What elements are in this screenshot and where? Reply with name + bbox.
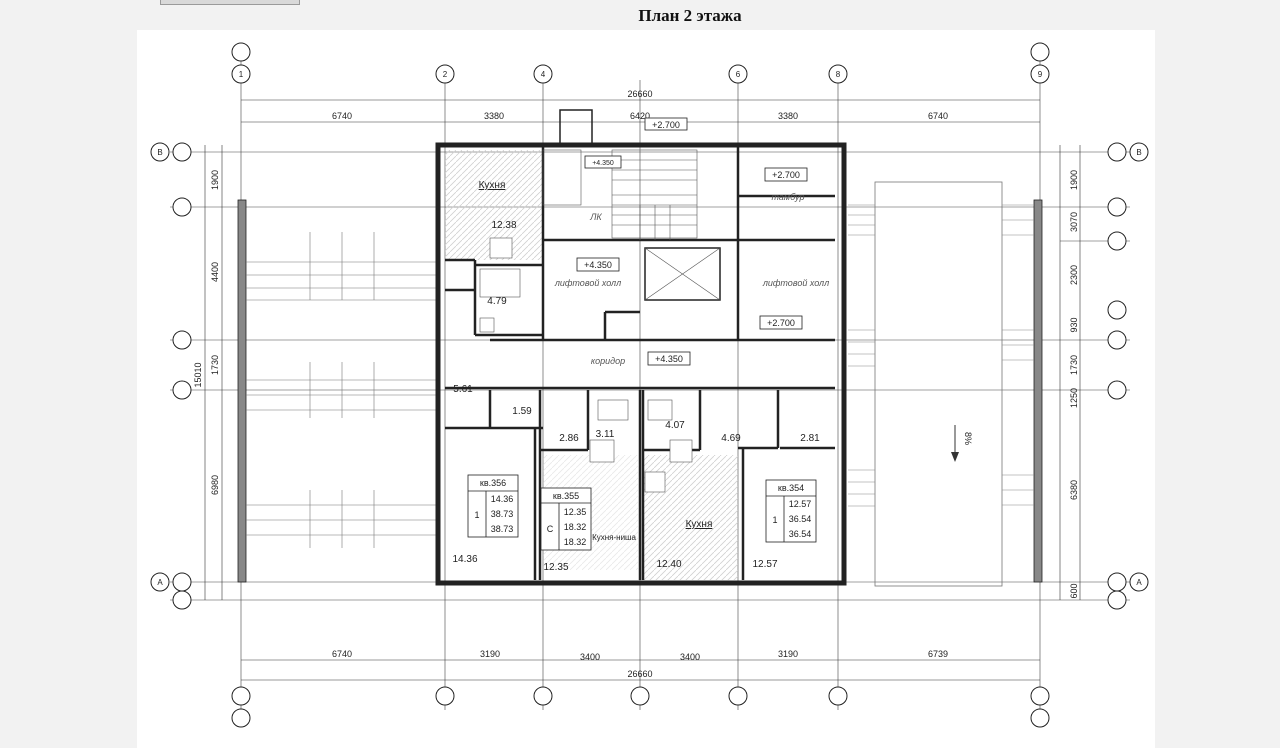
stair-and-lift bbox=[542, 149, 721, 301]
level-4: +2.700 bbox=[772, 170, 800, 180]
grid-lines bbox=[170, 60, 1130, 710]
dim-left-1: 1900 bbox=[210, 170, 220, 190]
right-ramp: 8% bbox=[848, 181, 1043, 587]
apt354-a: 12.57 bbox=[789, 499, 812, 509]
dim-left-4: 6980 bbox=[210, 475, 220, 495]
dim-left-2: 4400 bbox=[210, 262, 220, 282]
room-kitchen-niche: Кухня-ниша bbox=[592, 533, 636, 542]
dim-bottom-2: 3190 bbox=[480, 649, 500, 659]
apt355-a: 12.35 bbox=[564, 507, 587, 517]
apt355-no: кв.355 bbox=[553, 491, 579, 501]
apt-tables bbox=[467, 474, 817, 551]
dim-right-5: 1730 bbox=[1069, 355, 1079, 375]
dim-left-overall: 15010 bbox=[193, 362, 203, 387]
dim-top-3: 6420 bbox=[630, 111, 650, 121]
axis-label-8: 8 bbox=[836, 70, 841, 79]
dim-right-8: 600 bbox=[1069, 583, 1079, 598]
level-2: +4.350 bbox=[592, 160, 614, 167]
toolbar-strip bbox=[160, 0, 300, 5]
dim-top-4: 3380 bbox=[778, 111, 798, 121]
room-lk: ЛК bbox=[589, 212, 602, 222]
room-lift-hall-left: лифтовой холл bbox=[554, 278, 621, 288]
dim-bottom-4: 3400 bbox=[680, 652, 700, 662]
dim-right-4: 930 bbox=[1069, 317, 1079, 332]
room-kitchen-top-area: 12.38 bbox=[491, 220, 516, 231]
room-281: 2.81 bbox=[800, 433, 820, 444]
room-lift-hall-right: лифтовой холл bbox=[762, 278, 829, 288]
page-title: План 2 этажа bbox=[638, 6, 742, 25]
room-561: 5.61 bbox=[453, 384, 473, 395]
ramp-slope: 8% bbox=[963, 432, 973, 445]
level-1: +2.700 bbox=[652, 120, 680, 130]
dim-bottom-overall: 26660 bbox=[627, 669, 652, 679]
axis-label-6: 6 bbox=[736, 70, 741, 79]
dim-bottom-3: 3400 bbox=[580, 652, 600, 662]
apt354-c: 36.54 bbox=[789, 529, 812, 539]
room-1240: 12.40 bbox=[656, 559, 681, 570]
dim-right-3: 2300 bbox=[1069, 265, 1079, 285]
level-3: +4.350 bbox=[584, 260, 612, 270]
dim-bottom-1: 6740 bbox=[332, 649, 352, 659]
apt354-rooms: 1 bbox=[772, 515, 777, 525]
room-311: 3.11 bbox=[596, 429, 615, 440]
fixtures bbox=[479, 237, 693, 493]
apt355-b: 18.32 bbox=[564, 522, 587, 532]
apt356-rooms: 1 bbox=[474, 510, 479, 520]
dim-top-1: 6740 bbox=[332, 111, 352, 121]
room-286: 2.86 bbox=[559, 433, 579, 444]
level-6: +4.350 bbox=[655, 354, 683, 364]
dim-bottom-5: 3190 bbox=[778, 649, 798, 659]
left-balcony bbox=[237, 199, 436, 583]
apt355-c: 18.32 bbox=[564, 537, 587, 547]
axis-label-a-right: А bbox=[1136, 578, 1142, 587]
dim-top-overall: 26660 bbox=[627, 89, 652, 99]
axis-label-9: 9 bbox=[1038, 70, 1043, 79]
axis-label-a: А bbox=[157, 578, 163, 587]
room-corridor: коридор bbox=[591, 356, 625, 366]
dim-bottom-6: 6739 bbox=[928, 649, 948, 659]
room-407: 4.07 bbox=[665, 420, 685, 431]
apt356-no: кв.356 bbox=[480, 478, 506, 488]
dimension-lines-top bbox=[241, 99, 1040, 681]
interior-walls bbox=[445, 145, 835, 580]
apt354-no: кв.354 bbox=[778, 483, 804, 493]
apt356-a: 14.36 bbox=[491, 494, 514, 504]
room-1436: 14.36 bbox=[452, 554, 477, 565]
axis-label-1: 1 bbox=[239, 70, 244, 79]
axis-label-4: 4 bbox=[541, 70, 546, 79]
level-5: +2.700 bbox=[767, 318, 795, 328]
dim-right-6: 1250 bbox=[1069, 388, 1079, 408]
room-kitchen-mid: Кухня bbox=[686, 519, 713, 530]
dim-top-5: 6740 bbox=[928, 111, 948, 121]
axis-label-2: 2 bbox=[443, 70, 448, 79]
dim-top-2: 3380 bbox=[484, 111, 504, 121]
apt356-b: 38.73 bbox=[491, 509, 514, 519]
apt356-c: 38.73 bbox=[491, 524, 514, 534]
dim-right-7: 6380 bbox=[1069, 480, 1079, 500]
room-tambour: тамбур bbox=[772, 192, 805, 202]
building-walls bbox=[435, 109, 847, 586]
dim-right-2: 3070 bbox=[1069, 212, 1079, 232]
level-marks bbox=[576, 117, 808, 366]
room-469: 4.69 bbox=[721, 433, 741, 444]
axis-label-v: В bbox=[157, 148, 162, 157]
dim-left-3: 1730 bbox=[210, 355, 220, 375]
room-bath-top: 4.79 bbox=[487, 296, 507, 307]
dim-right-1: 1900 bbox=[1069, 170, 1079, 190]
room-kitchen-top: Кухня bbox=[479, 180, 506, 191]
apt355-rooms: С bbox=[547, 524, 554, 534]
axis-bubbles bbox=[150, 42, 1149, 728]
axis-label-v-right: В bbox=[1136, 148, 1141, 157]
room-1257: 12.57 bbox=[752, 559, 777, 570]
room-1235: 12.35 bbox=[543, 562, 568, 573]
apt354-b: 36.54 bbox=[789, 514, 812, 524]
dimension-lines-side bbox=[204, 145, 1081, 600]
room-159: 1.59 bbox=[512, 406, 532, 417]
